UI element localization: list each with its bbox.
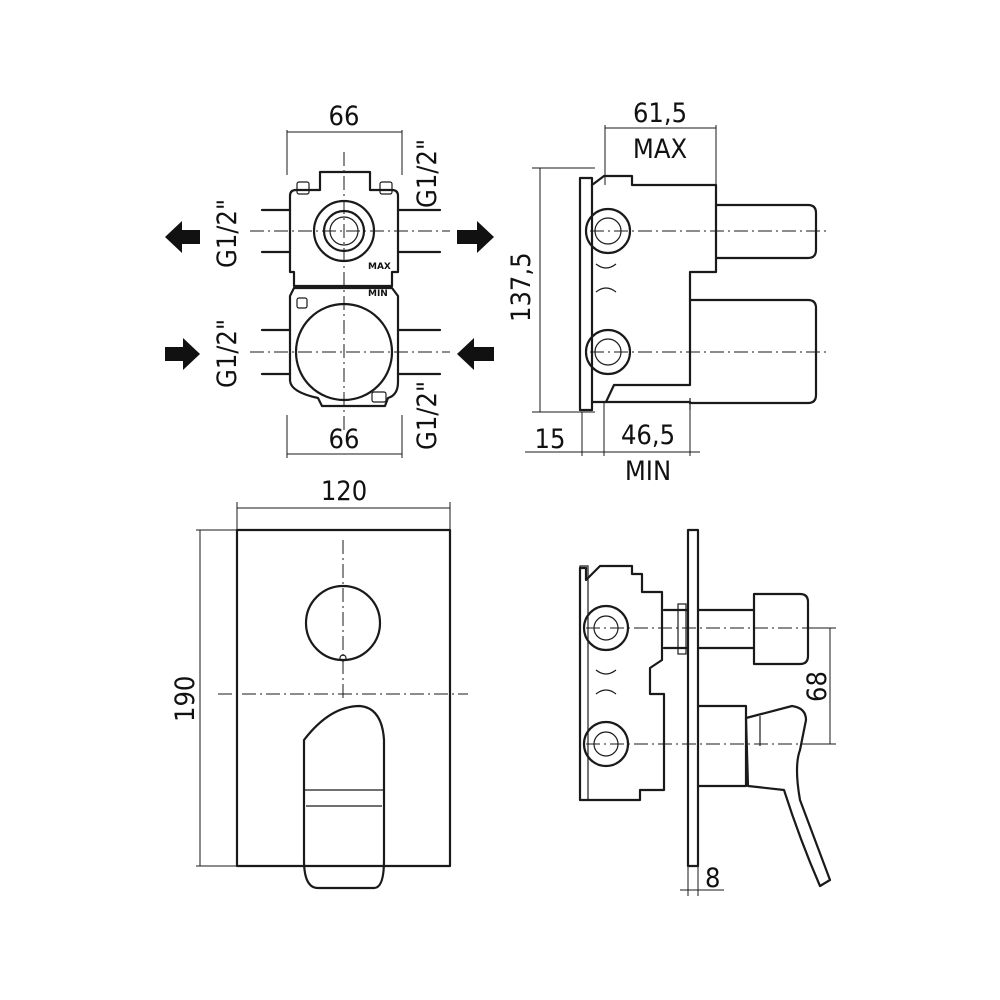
dim-height-box: 137,5 [506,252,537,322]
port-top-left-label: G1/2" [212,199,243,268]
port-top-right-label: G1/2" [412,139,443,208]
dim-plate-height: 190 [170,676,201,722]
dim-plate-width: 120 [321,476,367,507]
dim-min-value: 46,5 [621,420,675,451]
body-outline [288,170,400,288]
assembly-lever [744,704,832,888]
assembly-knob [752,592,810,666]
side-body-outline [590,174,718,404]
arrow-out-right-icon [457,221,494,253]
assembly-plate [686,528,700,868]
dim-max-label: MAX [633,134,687,165]
dim-max-value: 61,5 [633,98,687,129]
port-bottom-left-label: G1/2" [212,319,243,388]
mixer-lever [302,704,386,890]
mark-min: MIN [368,289,388,299]
dim-width-top: 66 [329,101,360,132]
box-side-view: 137,5 61,5 MAX 15 46,5 MIN [506,98,830,487]
dim-min-label: MIN [625,456,671,487]
arrow-out-left-icon [165,221,200,253]
dim-offset: 15 [535,424,566,455]
arrow-in-left-icon [165,338,200,370]
trim-plate [235,528,452,868]
mark-max: MAX [368,262,391,272]
assembly-body [578,564,666,802]
plate-front-view: 120 190 [170,476,468,890]
side-union-bottom [584,328,632,376]
dim-plate-thickness: 8 [705,863,720,894]
side-union-top [584,207,632,255]
dim-spacing: 68 [802,671,833,702]
arrow-in-right-icon [457,338,494,370]
box-front-view: 66 66 MAX MIN [165,101,494,458]
port-bottom-right-label: G1/2" [412,381,443,450]
assembly-side-view: 68 8 [578,528,836,896]
